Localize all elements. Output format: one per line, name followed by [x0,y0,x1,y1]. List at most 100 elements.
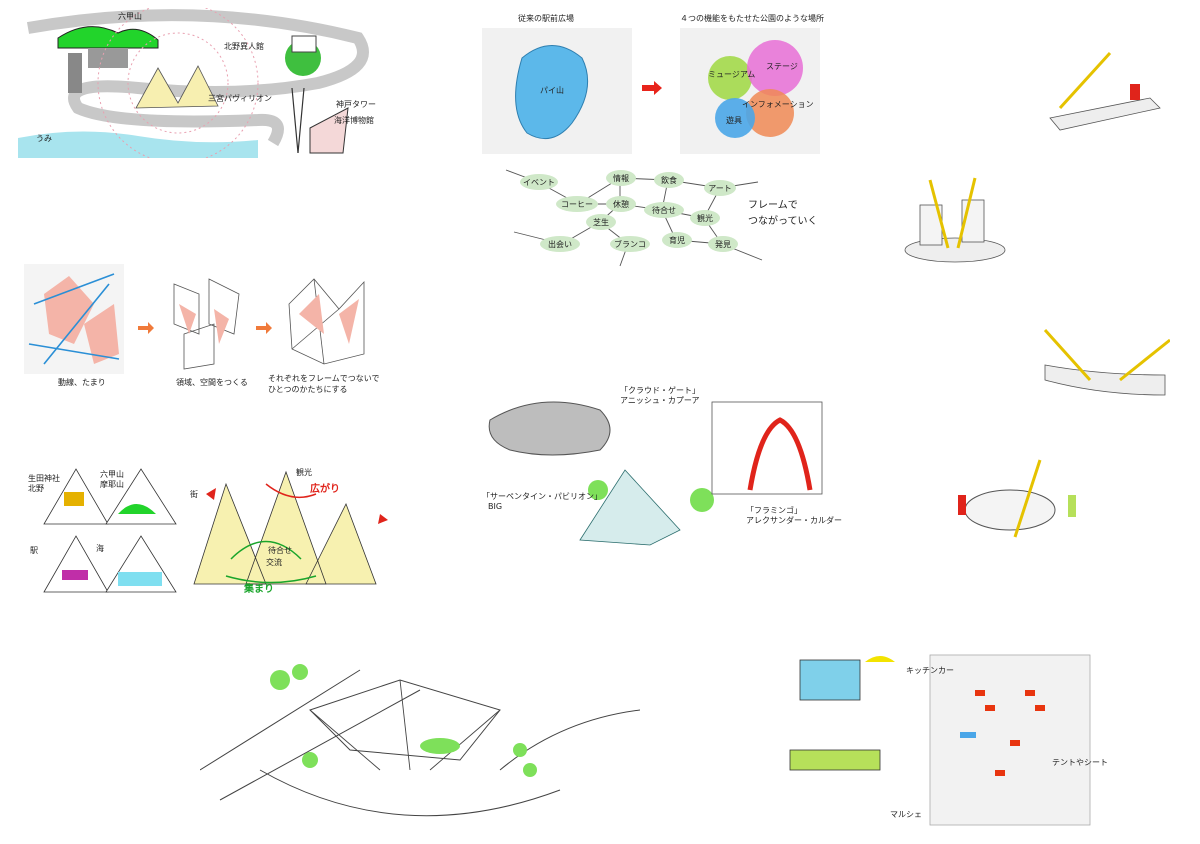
mountain-shape [57,26,159,49]
node-info: 情報 [606,170,636,186]
frame-steps: 動線、たまり 領域、空間をつくる それぞれをフレームでつないで ひとつのかたちに… [24,264,414,394]
step-arrow [256,322,272,334]
label-umi: うみ [36,134,52,143]
before-map [482,28,632,154]
node-coffee: コーヒー [556,196,598,212]
label-ikuta-2: 北野 [28,484,44,493]
fn-info: インフォメーション [742,100,814,109]
sea-area [18,131,258,158]
network-diagram: イベント 情報 飲食 アート コーヒー 休憩 待合せ 芝生 観光 出会い ブラン… [500,160,830,270]
network-caption-1: フレームで [748,200,798,211]
pavilion-sketch [135,65,219,109]
label-ikuta-1: 生田神社 [28,474,60,483]
flamingo-shape [747,417,813,491]
node-sightseeing: 観光 [690,210,720,226]
tree [588,480,608,500]
step2-frames [173,278,240,370]
spread-zone-right [306,504,376,584]
frame-steps-drawing [24,264,365,374]
label-station: 駅 [30,546,38,555]
node-discovery: 発見 [708,236,738,252]
label-rokko-1: 六甲山 [100,470,124,479]
flow-line [43,283,110,365]
flow-zone [44,276,94,344]
vignette-slope [1040,320,1170,400]
spread-zone-center [246,472,326,584]
label-tower: 神戸タワー [336,100,376,109]
marche-awning [789,749,881,771]
spread-arc [265,483,317,499]
event-uses: キッチンカー テントやシート マルシェ [770,650,1190,830]
tower-line [297,87,305,154]
serpentine-title: 「サーペンタイン・パビリオン」 [482,492,602,501]
node-food: 飲食 [654,172,684,188]
triangle-station [43,535,109,593]
label-kitano: 北野異人館 [224,42,264,51]
event-drawing [789,654,1091,826]
node-encounter: 出会い [540,236,580,252]
building-block [68,53,82,93]
cloud-gate-title: 「クラウド・ゲート」 [620,386,700,395]
label-exchange: 交流 [266,558,282,567]
step1-label: 動線、たまり [58,378,106,387]
network-caption-2: つながっていく [748,216,818,227]
marche-label: マルシェ [890,810,922,819]
flow-line [28,343,120,360]
after-map [680,28,820,154]
change-arrow [640,80,664,96]
spread-arrow [378,514,388,524]
kitano-house [291,35,317,53]
step3-label-1: それぞれをフレームでつないで [268,374,380,383]
node-art: アート [704,180,736,196]
concept-diagram: 生田神社 北野 六甲山 摩耶山 駅 海 街 観光 広がり 待合せ 交流 集まり [26,464,406,604]
spread-arrow [206,488,216,500]
square-after-panel: ４つの機能をもたせた公園のような場所 ミュージアム ステージ インフォメーション… [680,14,824,154]
flow-line [33,273,115,305]
bus-shape [62,570,88,580]
vignette-walls [900,170,1010,270]
kitchen-car [799,659,861,701]
spread-zone-left [194,484,266,584]
label-gather: 集まり [244,584,274,595]
serpentine-artist: BIG [488,502,503,511]
building-block [88,48,128,68]
tent-label: テントやシート [1052,758,1108,767]
vignette-bench [1040,48,1170,138]
area-map-drawing [18,8,369,158]
serpentine-shape [579,469,681,546]
before-title: 従来の駅前広場 [518,14,574,23]
tower-line [291,87,299,154]
flamingo-artist: アレクサンダー・カルダー [746,516,842,525]
fn-stage: ステージ [766,62,798,71]
stage-zone [747,40,803,96]
label-rokko-2: 摩耶山 [100,480,124,489]
node-swing: ブランコ [610,236,650,252]
step2-label: 領域、空間をつくる [176,378,248,387]
label-pavilion: 三宮パヴィリオン [208,94,272,103]
pie-mound [515,45,589,140]
building-grid [711,401,823,495]
dotted-circle [97,8,259,158]
after-title: ４つの機能をもたせた公園のような場所 [680,14,824,23]
label-sea: 海 [96,544,104,553]
fn-museum: ミュージアム [708,70,756,79]
parasol [865,656,895,662]
label-rokko: 六甲山 [118,12,142,21]
tree [690,488,714,512]
square-before-panel: 従来の駅前広場 パイ山 [482,14,632,154]
node-event: イベント [520,174,558,190]
cloud-gate-artist: アニッシュ・カプーア [620,396,700,405]
label-town: 街 [190,490,198,499]
info-zone [746,89,794,137]
museum-zone [708,56,752,100]
dotted-circle [127,32,229,134]
label-museum: 海洋博物館 [334,116,374,125]
aerial-sketch [200,650,640,830]
node-childcare: 育児 [662,232,692,248]
aerial-drawing [200,664,640,817]
node-meet: 待合せ [644,202,684,218]
museum-shape [309,107,349,154]
flow-zone [84,304,119,364]
gather-arc [225,575,317,584]
label-tourism: 観光 [296,468,312,477]
